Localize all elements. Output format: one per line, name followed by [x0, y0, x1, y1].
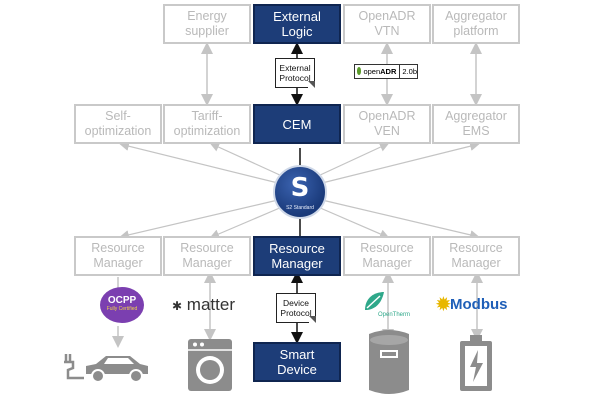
modbus-text: Modbus	[450, 296, 508, 313]
tariff-optimization-box: Tariff- optimization	[163, 104, 251, 144]
matter-logo: ✱ matter	[172, 295, 235, 315]
resource-manager-ev: Resource Manager	[74, 236, 162, 276]
matter-star-icon: ✱	[172, 299, 183, 313]
openadr-dot-icon	[357, 67, 362, 75]
openadr-open-text: open	[363, 67, 381, 76]
openadr-logo: open ADR 2.0b	[354, 64, 418, 79]
ocpp-certified-text: Fully Certified	[106, 306, 138, 312]
resource-manager-main: Resource Manager	[253, 236, 341, 276]
openadr-version-text: 2.0b	[399, 65, 417, 78]
self-optimization-box: Self- optimization	[74, 104, 162, 144]
matter-text: matter	[186, 295, 235, 314]
ocpp-logo: OCPP Fully Certified	[100, 287, 144, 323]
device-protocol-doc: Device Protocol	[276, 293, 316, 323]
s2-standard-hub-icon: S S2 Standard	[273, 165, 327, 219]
resource-manager-boiler: Resource Manager	[343, 236, 431, 276]
boiler-icon	[369, 330, 409, 394]
battery-icon	[460, 335, 492, 391]
cem-box: CEM	[253, 104, 341, 144]
opentherm-leaf-icon	[365, 292, 384, 310]
external-logic-box: External Logic	[253, 4, 341, 44]
washing-machine-icon	[188, 339, 232, 391]
external-protocol-doc: External Protocol	[275, 58, 315, 88]
openadr-vtn-box: OpenADR VTN	[343, 4, 431, 44]
openadr-adr-text: ADR	[380, 67, 397, 76]
smart-device-box: Smart Device	[253, 342, 341, 382]
ev-car-icon	[64, 354, 148, 383]
s2-glyph: S	[290, 173, 310, 203]
openadr-ven-box: OpenADR VEN	[343, 104, 431, 144]
aggregator-platform-box: Aggregator platform	[432, 4, 520, 44]
opentherm-text: OpenTherm	[378, 312, 411, 318]
resource-manager-washer: Resource Manager	[163, 236, 251, 276]
modbus-gear-icon: ✹	[435, 294, 452, 316]
modbus-logo: ✹ Modbus	[435, 292, 525, 318]
resource-manager-battery: Resource Manager	[432, 236, 520, 276]
energy-supplier-box: Energy supplier	[163, 4, 251, 44]
opentherm-logo: OpenTherm	[360, 290, 412, 322]
ocpp-text: OCPP	[107, 295, 137, 306]
s2-caption: S2 Standard	[286, 205, 314, 211]
aggregator-ems-box: Aggregator EMS	[432, 104, 520, 144]
